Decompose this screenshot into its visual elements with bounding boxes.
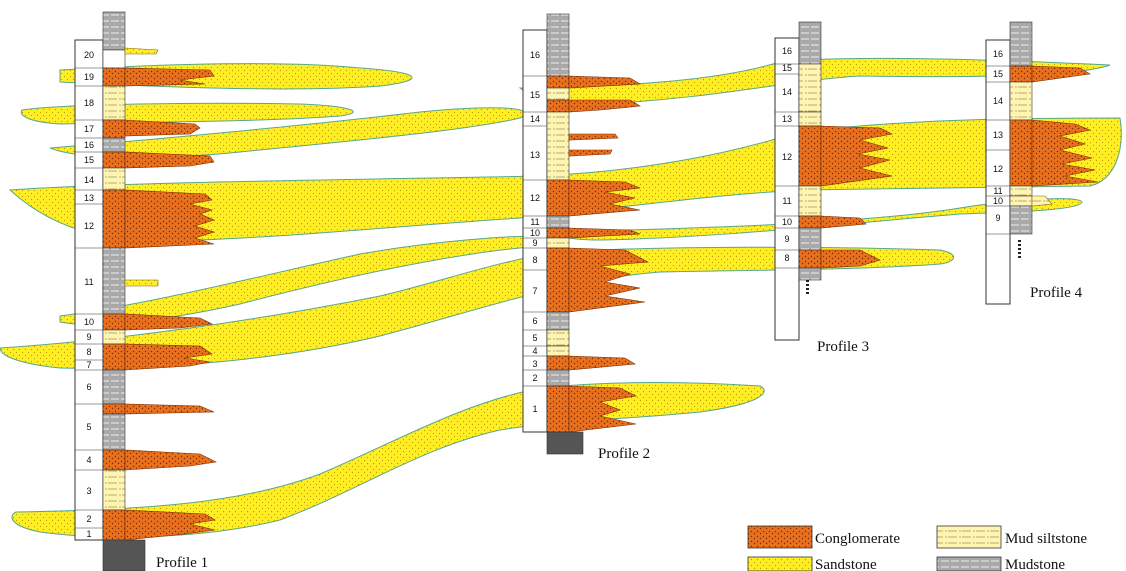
profile-1: 20 19 18 17 16 15 14 13 12 11 10 9 8 7 6…: [74, 11, 217, 571]
layer-number: 11: [530, 217, 539, 227]
legend: Conglomerate Mud siltstone Sandstone Mud…: [747, 525, 1087, 571]
legend-label-mud-siltstone: Mud siltstone: [1005, 531, 1087, 547]
profile-1-layer-dividers: [75, 67, 103, 529]
profile-4: 16 15 14 13 12 11 10 9 Profile 4: [985, 21, 1099, 305]
profile-2-title: Profile 2: [598, 446, 650, 462]
profile-2-conglomerate-lenses: [568, 75, 650, 433]
layer-number: 9: [532, 238, 537, 248]
layer-number: 2: [86, 514, 91, 524]
layer-number: 16: [782, 46, 792, 56]
layer-number: 18: [84, 98, 94, 108]
profile-3: 16 15 14 13 12 11 10 9 8 Profile 3: [774, 21, 893, 355]
profile-1-layer-number-column: [74, 39, 104, 541]
profile-2-layer-dividers: [523, 75, 547, 387]
layer-number: 8: [86, 347, 91, 357]
layer-number: 13: [84, 193, 94, 203]
profile-2-layer-number-column: [522, 29, 548, 433]
profile-1-conglomerate-lenses: [124, 47, 217, 541]
layer-number: 13: [782, 114, 792, 124]
profile-4-continuation-dots: [1018, 240, 1021, 258]
layer-number: 9: [784, 234, 789, 244]
layer-number: 14: [530, 114, 540, 124]
layer-number: 11: [782, 196, 791, 206]
layer-number: 4: [532, 346, 537, 356]
profile-1-lithology-column: [102, 11, 146, 571]
layer-number: 14: [782, 87, 792, 97]
layer-number: 9: [995, 213, 1000, 223]
layer-number: 8: [784, 253, 789, 263]
layer-number: 7: [532, 286, 537, 296]
layer-number: 7: [86, 360, 91, 370]
profile-1-layer-numbers: 20 19 18 17 16 15 14 13 12 11 10 9 8 7 6…: [84, 50, 94, 539]
layer-number: 15: [782, 63, 792, 73]
profile-3-layer-numbers: 16 15 14 13 12 11 10 9 8: [782, 46, 792, 263]
legend-label-conglomerate: Conglomerate: [815, 531, 900, 547]
profile-4-layer-dividers: [986, 65, 1010, 235]
sandstone-body-7-8: [0, 246, 954, 369]
profile-3-lithology-column: [798, 21, 822, 281]
layer-number: 1: [86, 529, 91, 539]
layer-number: 13: [530, 150, 540, 160]
legend-swatch-sandstone: [747, 556, 813, 571]
layer-number: 6: [86, 382, 91, 392]
layer-number: 14: [84, 175, 94, 185]
layer-number: 5: [532, 333, 537, 343]
layer-number: 11: [993, 186, 1002, 196]
profile-4-lithology-column: [1009, 21, 1033, 235]
profile-4-conglomerate-lenses: [1031, 65, 1099, 207]
profile-2: 16 15 14 13 12 11 10 9 8 7 6 5 4 3 2 1 P…: [522, 13, 650, 462]
legend-label-mudstone: Mudstone: [1005, 557, 1065, 571]
layer-number: 16: [530, 50, 540, 60]
layer-number: 5: [86, 422, 91, 432]
layer-number: 15: [84, 155, 94, 165]
profile-3-conglomerate-lenses: [820, 125, 893, 269]
layer-number: 10: [530, 228, 540, 238]
layer-number: 16: [84, 140, 94, 150]
layer-number: 12: [993, 164, 1003, 174]
profile-3-continuation-dots: [806, 280, 809, 294]
layer-number: 10: [84, 317, 94, 327]
profile-4-title: Profile 4: [1030, 285, 1083, 301]
legend-swatch-mudstone: [936, 556, 1002, 571]
layer-number: 20: [84, 50, 94, 60]
legend-label-sandstone: Sandstone: [815, 557, 877, 571]
layer-number: 12: [530, 193, 540, 203]
layer-number: 15: [530, 90, 540, 100]
layer-number: 10: [993, 196, 1003, 206]
layer-number: 10: [782, 217, 792, 227]
layer-number: 11: [84, 277, 93, 287]
layer-number: 12: [782, 152, 792, 162]
profile-1-title: Profile 1: [156, 555, 208, 571]
profile-3-title: Profile 3: [817, 339, 869, 355]
profile-3-layer-number-column: [774, 37, 800, 341]
layer-number: 12: [84, 221, 94, 231]
layer-number: 14: [993, 96, 1003, 106]
legend-swatch-conglomerate: [747, 525, 813, 549]
layer-number: 6: [532, 316, 537, 326]
sandstone-lens-18: [20, 102, 354, 125]
profile-2-lithology-column: [546, 13, 584, 455]
layer-number: 9: [86, 332, 91, 342]
profile-4-layer-number-column: [985, 39, 1011, 305]
profile-4-layer-numbers: 16 15 14 13 12 11 10 9: [993, 49, 1003, 223]
layer-number: 15: [993, 69, 1003, 79]
profile-2-layer-numbers: 16 15 14 13 12 11 10 9 8 7 6 5 4 3 2 1: [530, 50, 540, 414]
layer-number: 16: [993, 49, 1003, 59]
layer-number: 4: [86, 455, 91, 465]
layer-number: 1: [532, 404, 537, 414]
profile-3-layer-dividers: [775, 63, 799, 269]
layer-number: 8: [532, 255, 537, 265]
layer-number: 3: [532, 359, 537, 369]
layer-number: 19: [84, 72, 94, 82]
layer-number: 3: [86, 486, 91, 496]
layer-number: 13: [993, 130, 1003, 140]
layer-number: 2: [532, 373, 537, 383]
layer-number: 17: [84, 124, 94, 134]
legend-swatch-mud-siltstone: [936, 525, 1002, 549]
